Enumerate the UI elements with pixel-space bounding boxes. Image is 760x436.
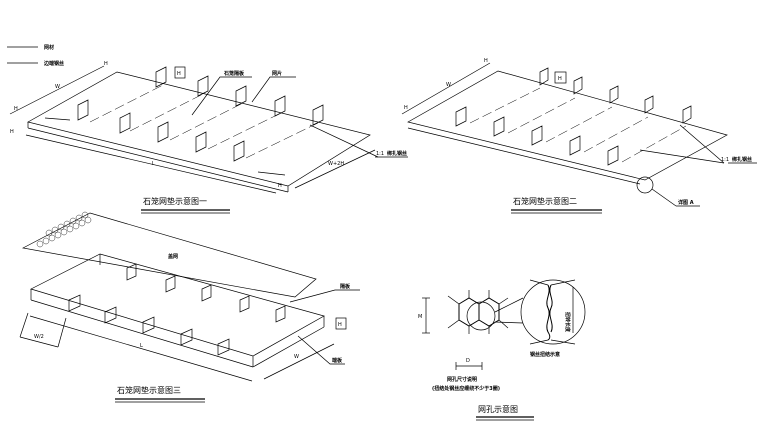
dim-wh-1: W+2H — [328, 161, 344, 167]
detail-circle-b — [466, 301, 496, 331]
dim-l-1: L — [152, 161, 155, 167]
caption-figure-4: 网孔示意图 — [478, 404, 518, 414]
label-mesh-1: 网片 — [272, 70, 282, 77]
note-2: (扭结处钢丝应缠绕不少于3圈) — [432, 385, 500, 392]
figure-4: M D 扭转长度 钢丝扭结示意 网孔尺寸说明 (扭结处钢丝应缠绕不少于3圈) 网… — [418, 279, 586, 421]
label-partition-1: 石笼隔板 — [223, 70, 245, 77]
hex-cell — [458, 297, 480, 327]
legend-label-edge-wire: 边端钢丝 — [43, 60, 64, 67]
label-partition-3: 隔板 — [340, 283, 351, 290]
dim-h-3: H — [338, 322, 342, 328]
label-lid: 盖网 — [168, 253, 178, 260]
label-lacing-1: 绑扎钢丝 — [387, 150, 407, 157]
legend-label-mesh: 网材 — [44, 44, 54, 51]
mattress-outline-1 — [27, 71, 371, 187]
legend: 网材 边端钢丝 — [7, 44, 64, 67]
dim-w-1: W — [55, 84, 60, 90]
figure-1: W H H H L H H W+2H 石笼隔板 网片 1:1 绑扎钢丝 石笼网垫… — [9, 61, 408, 214]
hex-mesh-pattern — [36, 211, 92, 248]
mattress-outline-2 — [407, 70, 728, 181]
dim-h-1b: H — [104, 61, 108, 67]
caption-figure-1: 石笼网垫示意图一 — [143, 196, 207, 206]
dim-h-2a: H — [404, 105, 408, 111]
ratio-2: 1:1 — [721, 157, 729, 163]
dim-h-1d: H — [10, 129, 14, 135]
caption-figure-2: 石笼网垫示意图二 — [513, 196, 577, 206]
dim-h-2c: H — [558, 76, 562, 82]
lid-mesh — [21, 212, 317, 298]
note-1: 网孔尺寸说明 — [447, 376, 477, 383]
dim-m: M — [418, 314, 422, 320]
dim-h-2b: H — [484, 58, 488, 64]
dim-w-3: W — [294, 354, 299, 360]
label-detail-a: 详图 A — [678, 199, 694, 206]
partitions-1 — [77, 66, 324, 162]
label-lacing-2: 绑扎钢丝 — [732, 156, 752, 163]
dim-l-3: L — [140, 343, 143, 349]
dim-h-1c: H — [177, 71, 181, 77]
ratio-1: 1:1 — [376, 151, 384, 157]
figure-2: W H H H 1:1 绑扎钢丝 详图 A 石笼网垫示意图二 — [401, 58, 757, 214]
dim-side-3: W/2 — [34, 334, 44, 340]
dim-h-1e: H — [278, 183, 282, 189]
caption-figure-3: 石笼网垫示意图三 — [117, 385, 181, 395]
detail-circle-a — [636, 176, 654, 194]
dim-d: D — [466, 358, 470, 364]
dim-h-1a: H — [14, 106, 18, 112]
partitions-3 — [68, 263, 286, 356]
partitions-2 — [455, 67, 692, 166]
figure-3: 盖网 隔板 端板 H W/2 L W 石笼网垫示意图三 — [19, 211, 360, 403]
label-twist-note: 钢丝扭结示意 — [530, 351, 560, 358]
label-end-3: 端板 — [332, 357, 343, 364]
dim-w-2: W — [446, 82, 451, 88]
twist-detail-circle — [520, 279, 586, 345]
label-twist-length: 扭转长度 — [564, 312, 571, 333]
